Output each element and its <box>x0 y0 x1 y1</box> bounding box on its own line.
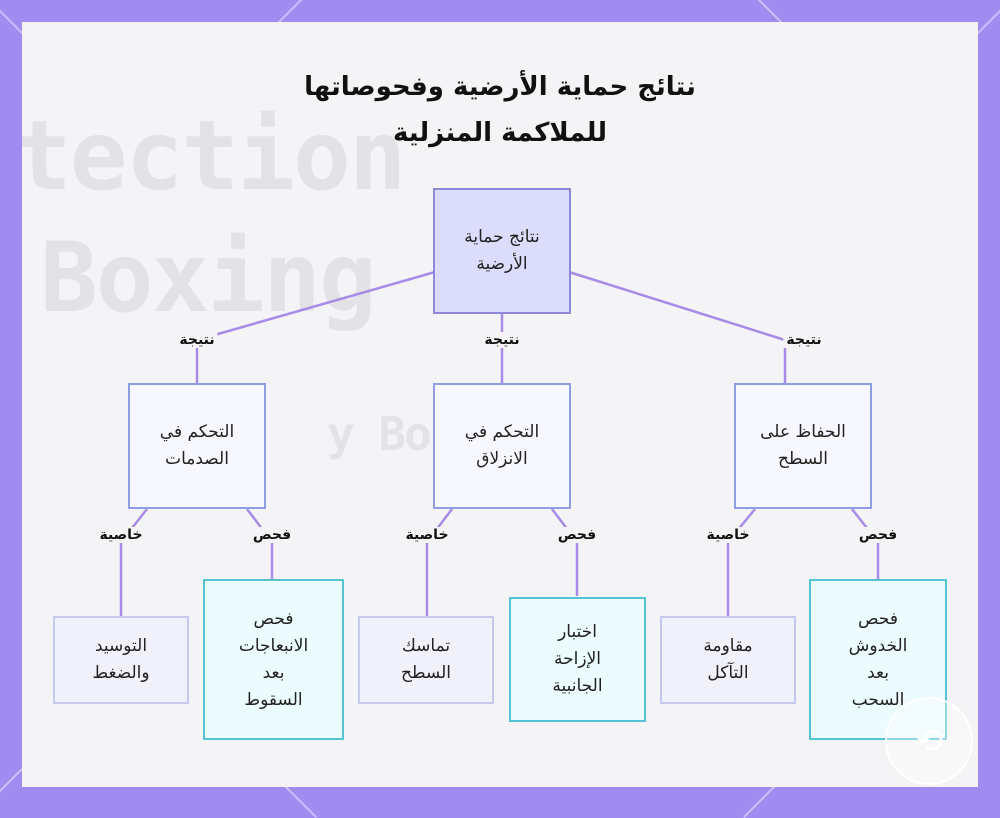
diagram-panel: tection Boxing y Bo نتائج حماية الأرضية … <box>22 22 978 787</box>
edge-shock-cushion <box>121 509 147 616</box>
node-text: اختبار <box>552 619 602 646</box>
node-text: نتائج حماية <box>464 224 540 251</box>
edge-surface-scratch <box>852 509 878 580</box>
edge-label-property: خاصية <box>402 527 451 543</box>
edge-label-result: نتيجة <box>481 332 522 348</box>
node-text: الانزلاق <box>465 446 539 473</box>
node-text: السطح <box>401 660 451 687</box>
watermark-badge-icon: ⟲ <box>885 697 973 785</box>
node-text: السطح <box>760 446 846 473</box>
node-text: مقاومة <box>703 633 752 660</box>
edge-label-test: فحص <box>856 527 900 543</box>
node-text: بعد <box>239 660 308 687</box>
edge-label-property: خاصية <box>703 527 752 543</box>
node-text: الإزاحة <box>552 646 602 673</box>
edge-label-result: نتيجة <box>176 332 217 348</box>
node-text: الحفاظ على <box>760 419 846 446</box>
node-text: الصدمات <box>160 446 234 473</box>
node-text: التوسيد <box>92 633 149 660</box>
edge-label-test: فحص <box>250 527 294 543</box>
edge-slip-shift <box>552 509 577 596</box>
edge-root-shock <box>197 272 435 384</box>
node-text: فحص <box>849 606 908 633</box>
node-text: فحص <box>239 606 308 633</box>
node-text: السقوط <box>239 687 308 714</box>
edge-label-result: نتيجة <box>783 332 824 348</box>
edge-slip-cohesion <box>427 509 452 616</box>
node-text: الخدوش <box>849 633 908 660</box>
edge-surface-abrasion <box>728 509 755 616</box>
node-text: التآكل <box>703 660 752 687</box>
node-text: تماسك <box>401 633 451 660</box>
node-text: الانبعاجات <box>239 633 308 660</box>
node-text: بعد <box>849 660 908 687</box>
edge-root-surface <box>569 272 785 384</box>
node-text: الأرضية <box>464 251 540 278</box>
node-text: التحكم في <box>465 419 539 446</box>
node-text: والضغط <box>92 660 149 687</box>
node-text: التحكم في <box>160 419 234 446</box>
edge-label-property: خاصية <box>96 527 145 543</box>
node-text: الجانبية <box>552 673 602 700</box>
edge-label-test: فحص <box>555 527 599 543</box>
edge-shock-dent <box>247 509 272 580</box>
